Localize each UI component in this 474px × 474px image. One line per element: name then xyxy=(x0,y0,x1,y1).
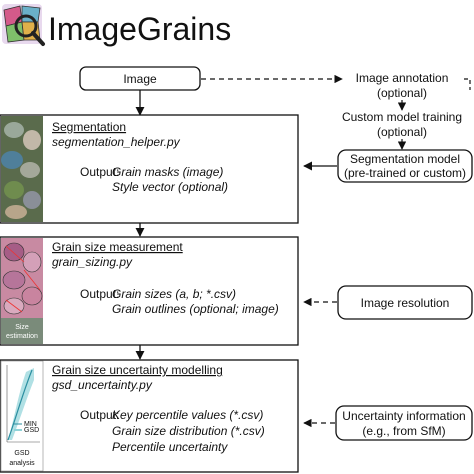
sizing-thumbnail xyxy=(1,238,43,344)
training-label: Custom model training xyxy=(342,110,462,124)
annotation-optional: (optional) xyxy=(377,86,427,100)
segmentation-model-sub: (pre-trained or custom) xyxy=(344,166,466,180)
segmentation-step-box xyxy=(0,114,299,224)
sizing-thumb-caption-1: Size xyxy=(15,324,29,331)
segmentation-output-2: Style vector (optional) xyxy=(112,180,228,194)
uncertainty-output-3: Percentile uncertainty xyxy=(112,440,228,454)
uncertainty-thumb-caption-1: GSD xyxy=(14,450,29,457)
annotation-label: Image annotation xyxy=(356,71,449,85)
uncertainty-script: gsd_uncertainty.py xyxy=(52,378,153,392)
uncertainty-output-1: Key percentile values (*.csv) xyxy=(112,408,263,422)
sizing-output-1: Grain sizes (a, b; *.csv) xyxy=(112,287,236,301)
uncertainty-output-label: Output: xyxy=(80,408,119,422)
training-optional: (optional) xyxy=(377,125,427,139)
uncertainty-thumb-caption-2: analysis xyxy=(9,460,35,467)
segmentation-output-1: Grain masks (image) xyxy=(112,165,223,179)
image-input-label: Image xyxy=(123,72,157,86)
sizing-step-box xyxy=(0,236,299,346)
uncertainty-info-label: Uncertainty information xyxy=(342,409,465,423)
sizing-output-2: Grain outlines (optional; image) xyxy=(112,302,279,316)
uncertainty-legend-2: GSD xyxy=(24,427,39,434)
sizing-title: Grain size measurement xyxy=(52,240,183,254)
segmentation-model-box xyxy=(337,149,473,183)
logo-icon xyxy=(2,4,45,46)
segmentation-thumbnail xyxy=(1,116,43,222)
uncertainty-title: Grain size uncertainty modelling xyxy=(52,363,223,377)
uncertainty-output-2: Grain size distribution (*.csv) xyxy=(112,424,265,438)
image-resolution-box xyxy=(337,285,473,320)
sizing-script: grain_sizing.py xyxy=(52,255,133,269)
segmentation-script: segmentation_helper.py xyxy=(52,135,181,149)
sizing-output-label: Output: xyxy=(80,287,119,301)
segmentation-title: Segmentation xyxy=(52,120,126,134)
annotation-loop-connector xyxy=(464,78,471,90)
uncertainty-thumbnail xyxy=(0,360,44,472)
segmentation-output-label: Output: xyxy=(80,165,119,179)
segmentation-model-label: Segmentation model xyxy=(350,152,460,166)
sizing-thumb-caption-2: estimation xyxy=(6,333,38,340)
image-resolution-label: Image resolution xyxy=(361,296,450,310)
uncertainty-info-sub: (e.g., from SfM) xyxy=(362,424,445,438)
uncertainty-step-box xyxy=(0,359,299,473)
uncertainty-legend-1: MIN xyxy=(24,421,37,428)
app-title: ImageGrains xyxy=(48,11,231,47)
uncertainty-info-box xyxy=(335,405,473,441)
